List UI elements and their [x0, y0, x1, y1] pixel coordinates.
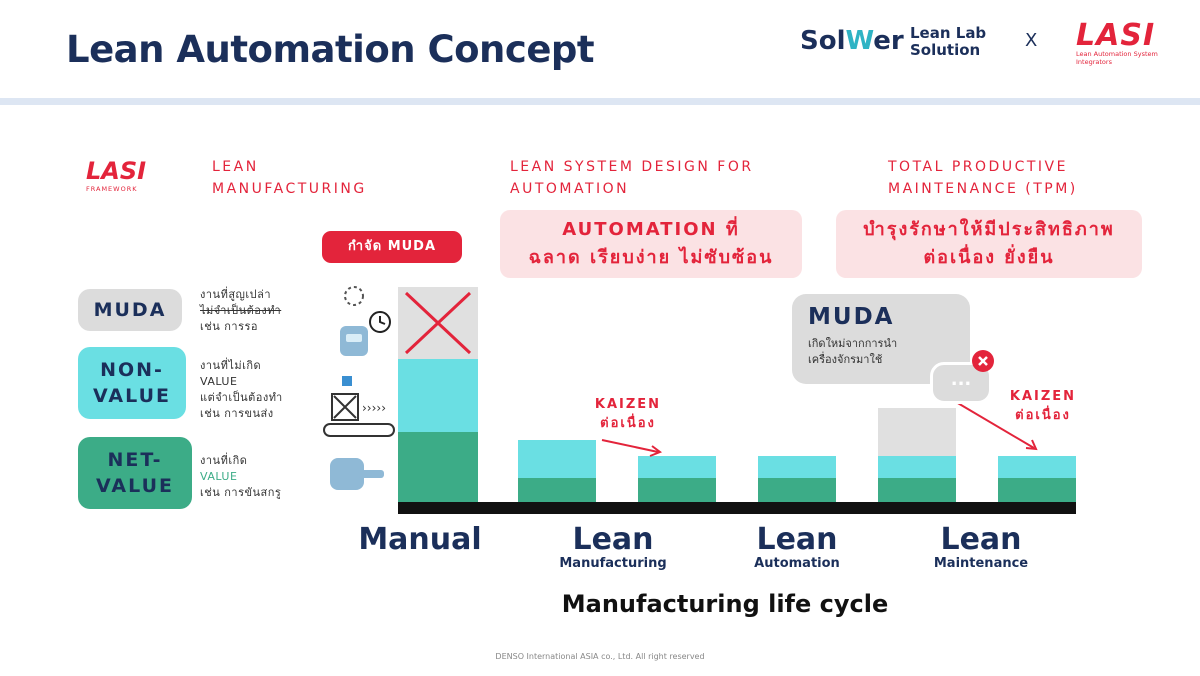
- stage-lean-automation: Lean: [756, 522, 838, 557]
- lasi-logo-sub: Lean Automation System Integrators: [1076, 50, 1158, 66]
- legend-muda-desc: งานที่สูญเปล่าไม่จำเป็นต้องทำเช่น การรอ: [200, 288, 282, 333]
- bar-manual-non-value: [398, 359, 478, 432]
- muda-bubble-text: เกิดใหม่จากการนำเครื่องจักรมาใช้: [808, 337, 898, 366]
- bar-lean-maint-nonvalue: [998, 456, 1076, 478]
- clock-icon: [369, 311, 391, 333]
- chart-baseline: [398, 502, 1076, 514]
- bar-lean-maint-before-nonvalue: [878, 456, 956, 478]
- bar-lean-mfg-before-net: [518, 478, 596, 502]
- stage-lean-manufacturing-sub: Manufacturing: [559, 556, 667, 571]
- eliminate-muda-pill: กำจัด MUDA: [322, 231, 462, 263]
- stage-manual: Manual: [358, 522, 482, 557]
- robot-screwing-icon: [330, 458, 384, 490]
- bar-lean-mfg-before-nonvalue: [518, 440, 596, 478]
- bar-lean-mfg-net: [638, 478, 716, 502]
- section-lean-manufacturing: LEAN MANUFACTURING: [212, 159, 367, 197]
- solwer-logo: SolWer: [800, 26, 904, 56]
- bar-lean-auto-net: [758, 478, 836, 502]
- robot-illustrations-icon: ›››››: [323, 286, 395, 490]
- muda-bubble-title: MUDA: [808, 304, 895, 330]
- conveyor-icon: ›››››: [323, 376, 395, 437]
- svg-text:›››››: ›››››: [362, 401, 386, 415]
- stage-lean-maintenance-sub: Maintenance: [933, 556, 1029, 571]
- x-axis-label: Manufacturing life cycle: [561, 590, 889, 618]
- footer-copyright: DENSO International ASIA co., Ltd. All r…: [495, 652, 705, 661]
- stage-lean-manufacturing: Lean: [572, 522, 654, 557]
- legend-nonvalue-box: NON-VALUE: [78, 347, 186, 419]
- robot-waiting-icon: [340, 326, 368, 356]
- tpm-box: บำรุงรักษาให้มีประสิทธิภาพต่อเนื่อง ยั่ง…: [836, 210, 1142, 278]
- legend-netvalue-box: NET-VALUE: [78, 437, 192, 509]
- kaizen-arrow-2-icon: [955, 401, 1038, 451]
- bar-lean-maint-net: [998, 478, 1076, 502]
- spinner-icon: [344, 286, 364, 306]
- muda-cross-icon: [404, 291, 472, 355]
- automation-box: AUTOMATION ที่ฉลาด เรียบง่าย ไม่ซับซ้อน: [500, 210, 802, 278]
- header-divider: [0, 98, 1200, 105]
- close-circle-icon: [972, 350, 994, 372]
- bar-lean-maint-before-net: [878, 478, 956, 502]
- kaizen-arrow-1-icon: [601, 439, 663, 457]
- bar-lean-auto-nonvalue: [758, 456, 836, 478]
- page-title: Lean Automation Concept: [66, 28, 595, 71]
- leanlab-logo-text: Lean Lab Solution: [910, 24, 987, 59]
- bar-lean-mfg-nonvalue: [638, 456, 716, 478]
- stage-lean-maintenance: Lean: [940, 522, 1022, 557]
- lasi-logo: LASI: [1076, 18, 1156, 53]
- lasi-framework-logo: LASI: [86, 157, 147, 185]
- bar-manual-net-value: [398, 432, 478, 502]
- collab-x: X: [1025, 30, 1038, 51]
- legend-muda-box: MUDA: [78, 289, 182, 331]
- stage-lean-automation-sub: Automation: [754, 556, 840, 571]
- lasi-framework-sub: FRAMEWORK: [86, 185, 138, 193]
- bar-lean-maint-before-muda: [878, 408, 956, 456]
